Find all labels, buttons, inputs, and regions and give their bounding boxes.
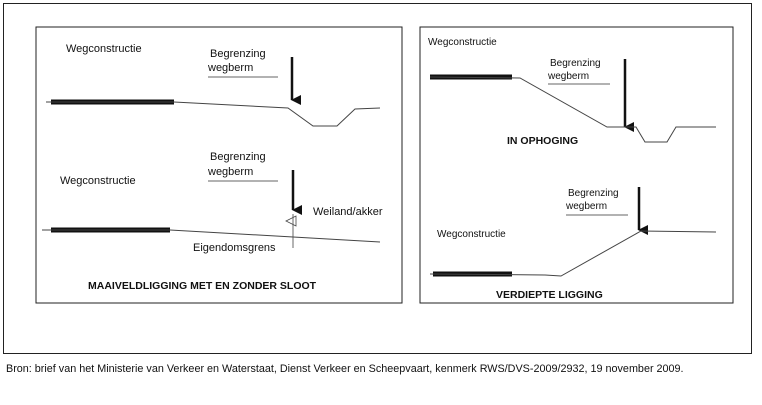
left-top-construction-label: Wegconstructie xyxy=(66,43,142,55)
left-top-boundary-label-2: wegberm xyxy=(207,62,253,74)
left-panel-caption: MAAIVELDLIGGING MET EN ZONDER SLOOT xyxy=(88,280,317,292)
left-top-boundary-label-1: Begrenzing xyxy=(210,48,266,60)
figure-frame xyxy=(3,3,752,354)
left-top-ground-profile-with-ditch xyxy=(46,101,381,127)
left-bottom-ground-line xyxy=(42,229,381,243)
right-bottom-construction-label: Wegconstructie xyxy=(437,229,506,240)
right-bottom-boundary-label-1: Begrenzing xyxy=(568,188,619,199)
left-bottom-field-label: Weiland/akker xyxy=(313,206,383,218)
left-bottom-boundary-label-1: Begrenzing xyxy=(210,151,266,163)
left-bottom-property-label: Eigendomsgrens xyxy=(193,242,276,254)
left-panel xyxy=(35,26,403,304)
source-caption: Bron: brief van het Ministerie van Verke… xyxy=(6,363,684,375)
left-bottom-construction-label: Wegconstructie xyxy=(60,175,136,187)
road-profile-diagram: Wegconstructie Begrenzing wegberm Begren… xyxy=(35,26,734,304)
right-top-boundary-label-2: wegberm xyxy=(547,71,589,82)
property-marker-icon xyxy=(285,215,297,227)
right-bottom-cutting-profile xyxy=(429,230,717,277)
right-bottom-caption: VERDIEPTE LIGGING xyxy=(496,289,603,301)
right-top-boundary-label-1: Begrenzing xyxy=(550,58,601,69)
right-top-embankment-profile xyxy=(429,76,716,143)
right-top-construction-label: Wegconstructie xyxy=(428,37,497,48)
right-top-caption: IN OPHOGING xyxy=(507,135,578,147)
left-bottom-boundary-label-2: wegberm xyxy=(207,166,253,178)
right-panel xyxy=(419,26,734,304)
right-bottom-boundary-label-2: wegberm xyxy=(565,201,607,212)
